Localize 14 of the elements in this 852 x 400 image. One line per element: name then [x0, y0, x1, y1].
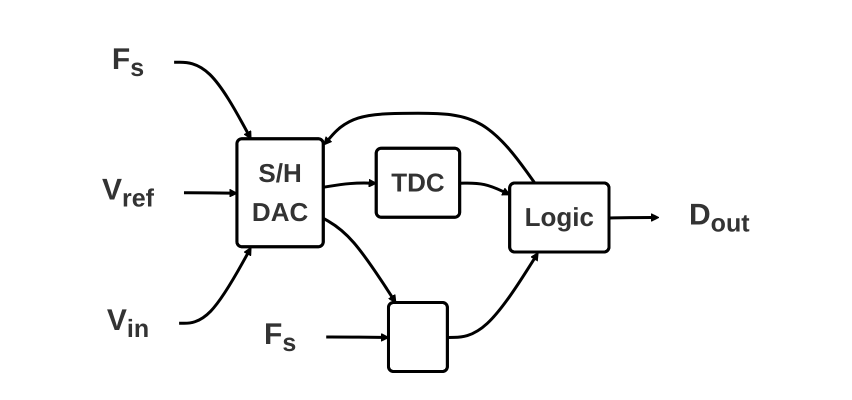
arrow [174, 61, 252, 140]
signal-label: V$_{in}$ [107, 304, 150, 344]
block: Logic [508, 182, 611, 254]
signal-label: F$_{s}$ [264, 318, 296, 358]
signal-label: D$_{out}$ [689, 198, 750, 238]
block: TDC [374, 147, 462, 220]
block: S/H DAC [236, 138, 325, 249]
arrow [179, 247, 252, 326]
comparator-block [387, 301, 450, 374]
arrow [323, 218, 397, 304]
signal-label: V$_{ref}$ [102, 174, 154, 213]
arrow [448, 252, 539, 340]
arrow [610, 213, 660, 222]
signal-label: F$_{s}$ [112, 43, 144, 82]
